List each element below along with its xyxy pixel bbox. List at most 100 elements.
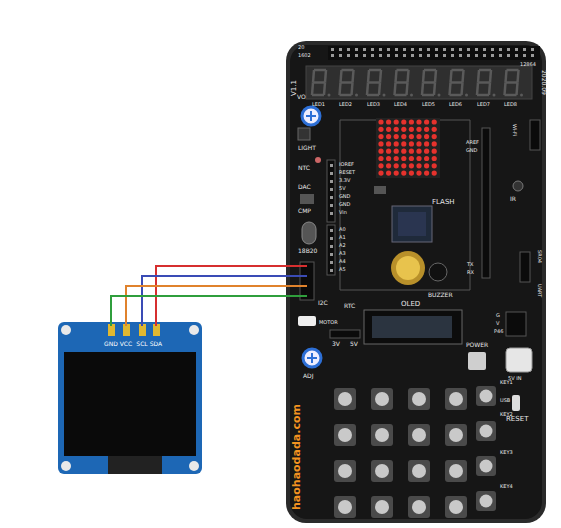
key-cap xyxy=(480,390,493,403)
motor-switch xyxy=(298,316,316,326)
pin xyxy=(459,48,462,51)
silkscreen-label: Wi-Fi xyxy=(512,124,517,136)
matrix-led xyxy=(394,119,399,124)
matrix-led xyxy=(401,127,406,132)
component xyxy=(298,128,310,140)
pin xyxy=(483,48,486,51)
matrix-led xyxy=(386,134,391,139)
segment xyxy=(325,70,326,83)
pin xyxy=(355,48,358,51)
matrix-led xyxy=(416,156,421,161)
segment xyxy=(352,83,353,96)
pin xyxy=(451,54,454,57)
key-cap xyxy=(449,392,463,406)
matrix-led xyxy=(394,149,399,154)
segment xyxy=(478,81,490,84)
segment xyxy=(396,70,397,83)
pin-label: VCC xyxy=(120,341,132,347)
silkscreen-label: AREF xyxy=(466,140,479,145)
pin xyxy=(403,48,406,51)
usb-c-port xyxy=(506,348,532,372)
silkscreen-label: DAC xyxy=(298,184,311,190)
power-header xyxy=(327,160,335,222)
mount-hole xyxy=(189,325,199,335)
pin xyxy=(507,48,510,51)
pin xyxy=(515,54,518,57)
matrix-led xyxy=(386,156,391,161)
pin xyxy=(331,48,334,51)
segment xyxy=(490,70,491,83)
matrix-led xyxy=(401,163,406,168)
mount-hole xyxy=(61,461,71,471)
matrix-led xyxy=(401,134,406,139)
matrix-led xyxy=(378,171,383,176)
matrix-led xyxy=(401,156,406,161)
seven-seg-display xyxy=(306,66,532,99)
segment xyxy=(340,83,341,96)
silkscreen-label: ADJ xyxy=(303,373,314,379)
silkscreen-label: 3.3V xyxy=(339,178,350,183)
reset-button xyxy=(512,395,520,411)
matrix-led xyxy=(394,163,399,168)
segment xyxy=(434,83,435,96)
key xyxy=(334,388,356,410)
matrix-led xyxy=(378,127,383,132)
silkscreen-label: LIGHT xyxy=(298,145,316,151)
key xyxy=(445,388,467,410)
segment xyxy=(324,83,325,96)
segment-dot xyxy=(383,94,386,97)
silkscreen-label: V1.1 xyxy=(291,80,298,96)
matrix-led xyxy=(409,171,414,176)
silkscreen-label: LED6 xyxy=(449,102,462,107)
key-cap xyxy=(338,464,352,478)
segment xyxy=(478,70,479,83)
segment xyxy=(505,83,506,96)
pin xyxy=(387,48,390,51)
matrix-led xyxy=(386,127,391,132)
pin xyxy=(330,172,333,175)
board-body xyxy=(290,45,542,519)
segment xyxy=(423,81,435,84)
matrix-led xyxy=(386,163,391,168)
keypad xyxy=(334,386,496,518)
segment xyxy=(518,70,519,83)
pin xyxy=(339,48,342,51)
segment xyxy=(313,81,325,84)
matrix-led xyxy=(401,141,406,146)
silkscreen-label: UART xyxy=(537,284,542,297)
silkscreen-label: LED3 xyxy=(367,102,380,107)
pin xyxy=(331,54,334,57)
pot-slot xyxy=(307,353,317,363)
matrix-led xyxy=(432,163,437,168)
shield-outline xyxy=(340,120,470,290)
pin xyxy=(515,48,518,51)
mcu-chip xyxy=(392,206,432,242)
pin xyxy=(379,48,382,51)
buzzer xyxy=(429,263,447,281)
servo-header xyxy=(506,312,526,336)
pin xyxy=(395,54,398,57)
segment xyxy=(341,70,342,83)
silkscreen-label: CMP xyxy=(298,208,311,214)
pin xyxy=(403,54,406,57)
matrix-led xyxy=(394,156,399,161)
matrix-led xyxy=(394,134,399,139)
pin xyxy=(507,54,510,57)
sensor-18b20 xyxy=(302,222,316,244)
matrix-led xyxy=(409,163,414,168)
matrix-led xyxy=(401,119,406,124)
key-cap xyxy=(449,500,463,514)
silkscreen-label: LED7 xyxy=(477,102,490,107)
pin xyxy=(467,54,470,57)
key xyxy=(445,460,467,482)
segment xyxy=(397,69,409,72)
pin xyxy=(363,48,366,51)
silkscreen-label: BUZZER xyxy=(428,292,453,298)
matrix-led xyxy=(409,134,414,139)
silkscreen-label: haohaodada.com xyxy=(291,404,302,510)
matrix-led xyxy=(424,134,429,139)
matrix-led xyxy=(378,149,383,154)
matrix-led xyxy=(432,141,437,146)
segment xyxy=(340,94,352,97)
matrix-led xyxy=(378,156,383,161)
